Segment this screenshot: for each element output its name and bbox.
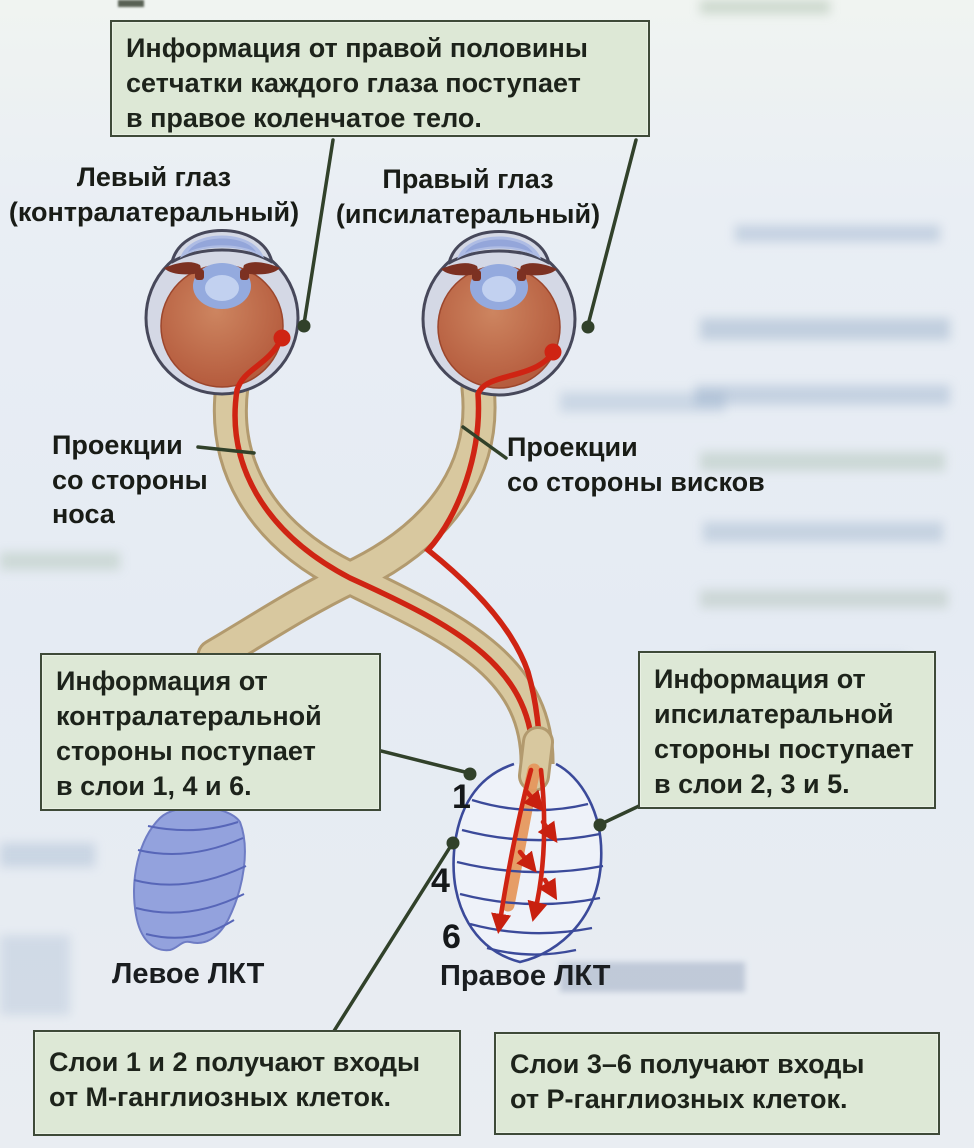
layer-number-6: 6 [442, 918, 461, 956]
left-eye-label: Левый глаз (контралатеральный) [8, 162, 300, 227]
right-eye-label: Правый глаз (ипсилатеральный) [335, 164, 601, 229]
callout-parvo-input: Слои 3–6 получают входы от Р-ганглиозных… [494, 1032, 940, 1135]
nasal-projections-label: Проекции со стороны носа [52, 430, 208, 530]
callout-contralateral-layers: Информация от контралатеральной стороны … [40, 653, 381, 811]
left-lgn [133, 806, 247, 952]
callout-ipsilateral-layers: Информация от ипсилатеральной стороны по… [638, 651, 936, 809]
callout-magno-input: Слои 1 и 2 получают входы от М-ганглиозн… [33, 1030, 461, 1136]
retinal-fibers [232, 329, 562, 769]
right-lgn-label: Правое ЛКТ [440, 960, 611, 992]
left-eye [144, 229, 300, 396]
temporal-projections-label: Проекции со стороны висков [507, 432, 765, 497]
callout-top: Информация от правой половины сетчатки к… [110, 20, 650, 137]
leader-lines [196, 138, 641, 1033]
layer-number-4: 4 [431, 862, 450, 900]
layer-number-1: 1 [452, 778, 471, 816]
right-lgn [452, 726, 604, 964]
right-eye [421, 230, 577, 397]
left-lgn-label: Левое ЛКТ [112, 958, 265, 990]
